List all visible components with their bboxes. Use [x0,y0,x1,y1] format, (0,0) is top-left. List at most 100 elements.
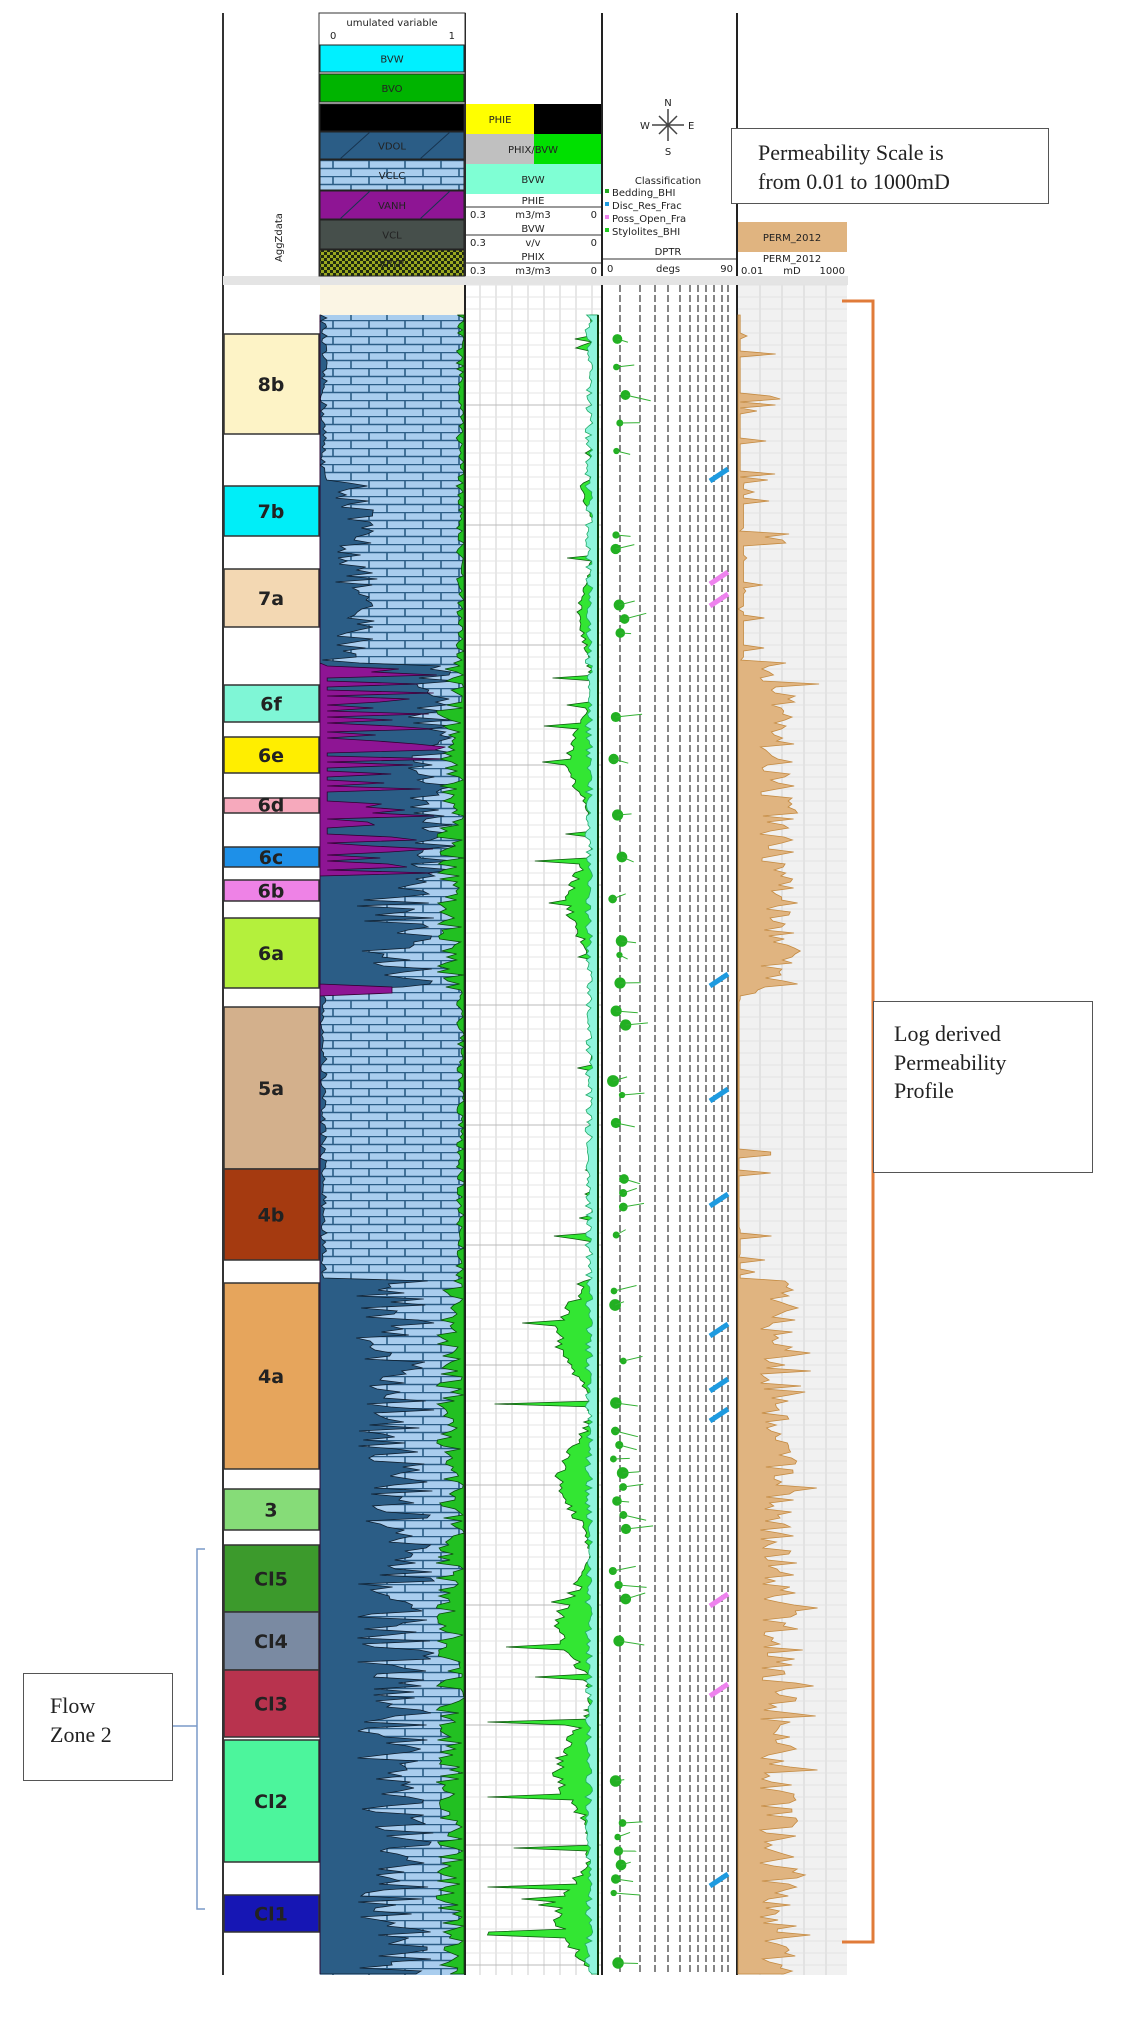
dip-class-marker [605,189,609,193]
perm-scale-unit: mD [783,266,801,277]
zone-label: 6c [259,847,283,869]
flow-zone-line-1: Flow [50,1693,96,1718]
porosity-scale-min: 0.3 [470,266,486,277]
lithology-pattern-stroke [339,190,451,220]
perm-curve-label: PERM_2012 [763,254,821,265]
zone-label: Cl5 [254,1568,288,1590]
lithology-legend-swatch [319,73,465,103]
dip-class-marker [605,202,609,206]
zone-box [223,917,320,989]
zone-box [223,485,320,537]
dip-tail [619,1444,637,1451]
dip-class-marker [605,215,609,219]
porosity-track [466,284,601,1975]
zone-box [223,1669,320,1738]
porosity-legend-swatch [466,104,534,134]
bedding-dip-marker [610,1874,621,1884]
zone-box [223,736,320,774]
zone-box [223,1168,320,1261]
porosity-legend-swatch [466,164,601,194]
porosity-scale-unit: v/v [525,238,540,249]
dip-tail [618,600,635,606]
dip-tail [625,394,651,402]
perm-profile-line-3: Profile [894,1078,954,1104]
dip-tail [617,813,632,816]
bedding-dip-marker [620,1523,632,1535]
flow-zone-callout: Flow Zone 2 [23,1673,173,1781]
lithology-track [319,285,465,1975]
dip-tail [612,1076,628,1082]
zone-label: 6f [260,693,282,715]
dip-tail [615,1430,639,1438]
fracture-dip-marker [708,1321,730,1339]
dip-tail [622,1092,645,1096]
lithology-scale-min: 0 [330,31,336,42]
perm-legend-swatch [738,222,847,252]
dip-tail [615,534,631,537]
open-fracture-marker [708,1681,730,1699]
zone-box [223,879,320,902]
zone-label: 6d [258,795,285,817]
open-fracture-marker [708,569,730,587]
lithology-pattern-stroke [339,131,451,160]
zone-label: Cl2 [254,1791,288,1813]
dip-tail [616,364,635,368]
dip-tail [616,450,631,455]
permeability-track [737,284,847,1975]
perm-scale-callout: Permeability Scale is from 0.01 to 1000m… [731,128,1049,204]
lithology-legend-swatch [319,44,465,73]
dip-curve-name: DPTR [655,247,682,258]
zone-label: 6e [258,745,284,767]
zone-box [223,846,320,868]
porosity-scale-min: 0.3 [470,238,486,249]
dip-tail [623,1178,641,1185]
porosity-scale-unit: m3/m3 [515,210,551,221]
dip-tail [616,1010,638,1014]
dip-tail [618,1640,645,1646]
compass-icon [658,115,678,135]
dip-tail [621,940,637,944]
lithology-legend-swatch [319,219,465,250]
lithology-legend-label: VDOL [378,142,406,153]
dip-tail [625,1525,654,1530]
dip-tail [619,954,628,960]
porosity-curve-name: PHIE [522,196,545,207]
fracture-dip-marker [708,1871,730,1889]
dip-tail [625,1022,648,1026]
dip-tail [615,1229,626,1236]
bedding-dip-marker [619,1483,628,1491]
dip-track [607,285,730,1975]
dip-tail [613,758,629,764]
dip-tail [613,1457,630,1460]
fracture-dip-marker [708,466,730,484]
dip-tail [615,1402,638,1407]
zone-label: 7b [258,501,285,523]
dip-class-label: Poss_Open_Fra [612,214,686,225]
zone-label: Cl3 [254,1693,288,1715]
fracture-dip-marker [708,1086,730,1104]
compass-west: W [640,121,650,132]
zone-label: 3 [264,1499,277,1521]
porosity-legend-label: BVW [521,175,544,186]
zone-label: 7a [258,588,284,610]
lithology-legend-label: BVW [380,55,403,66]
open-fracture-marker [708,591,730,609]
dip-tail [615,1779,625,1782]
porosity-legend-swatch [534,104,601,134]
dip-tail [622,1187,637,1194]
fracture-dip-marker [708,1406,730,1424]
porosity-legend-label: PHIX/BVW [508,145,558,156]
lithology-legend-label: VCLC [379,171,405,182]
bedding-dip-marker [615,1859,627,1871]
dip-tail [624,612,647,620]
porosity-legend-label: PHIE [489,115,512,126]
lithology-scale-max: 1 [449,31,455,42]
lithology-legend-swatch [319,103,465,132]
dip-class-marker [605,228,609,232]
zone-box [223,1611,320,1671]
perm-scale-max: 1000 [820,266,845,277]
zone-label: 6a [258,943,284,965]
dip-tail [612,893,626,900]
porosity-curve-name: BVW [521,224,544,235]
